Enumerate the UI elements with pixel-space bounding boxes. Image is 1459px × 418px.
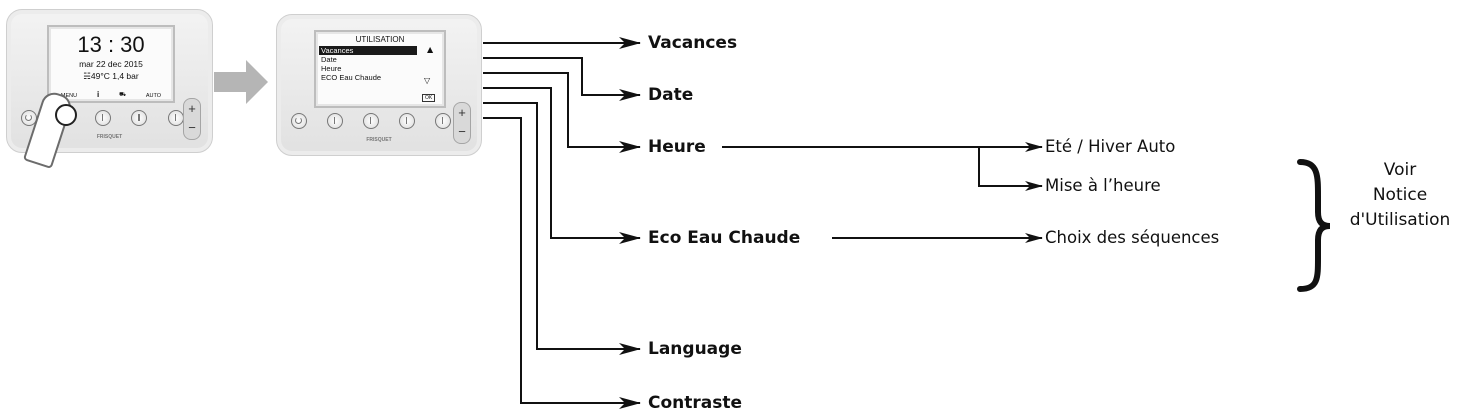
branch-date: Date [648, 85, 694, 105]
branch-language: Language [648, 339, 742, 359]
branch-contraste: Contraste [648, 393, 743, 413]
tap-icon: ⛟ [119, 92, 126, 98]
line-contraste [483, 117, 641, 409]
button-row [291, 113, 451, 129]
menu-title: UTILISATION [355, 35, 405, 44]
softkey-button-2[interactable] [363, 113, 379, 129]
pressed-button-highlight [55, 104, 77, 126]
home-display: 13 : 30 mar 22 dec 2015 ☵49°C 1,4 bar ME… [47, 25, 175, 103]
menu-item-date[interactable]: Date [321, 55, 337, 64]
softkey-info: i [96, 90, 100, 99]
line-date [483, 57, 641, 101]
date-display: mar 22 dec 2015 [79, 59, 143, 69]
menu-display: UTILISATION Vacances Date Heure ECO Eau … [314, 30, 446, 108]
plus-icon[interactable]: + [458, 105, 466, 120]
branch-eco-eau-chaude: Eco Eau Chaude [648, 228, 801, 248]
sub-ete-hiver-auto: Eté / Hiver Auto [1045, 137, 1176, 156]
transition-arrow [214, 60, 268, 104]
brand-label: FRISQUET [96, 134, 123, 140]
menu-item-eco-eau-chaude[interactable]: ECO Eau Chaude [321, 73, 382, 82]
boiler-control-home: 13 : 30 mar 22 dec 2015 ☵49°C 1,4 bar ME… [6, 9, 213, 170]
minus-icon[interactable]: − [188, 120, 196, 135]
notice-reference: Voir Notice d'Utilisation [1342, 158, 1458, 233]
note-line-2: Notice [1372, 185, 1428, 205]
ok-softkey: OK [422, 94, 436, 102]
info-button[interactable] [94, 110, 111, 126]
menu-item-heure[interactable]: Heure [321, 64, 342, 73]
radiator-icon: ☵ [83, 71, 91, 81]
line-eco [483, 87, 641, 244]
branch-heure: Heure [648, 137, 706, 157]
softkey-button-1[interactable] [327, 113, 343, 129]
boiler-control-menu: UTILISATION Vacances Date Heure ECO Eau … [276, 14, 482, 156]
brace-icon [1297, 159, 1331, 292]
note-line-1: Voir [1383, 160, 1417, 180]
brand-label: FRISQUET [366, 137, 392, 143]
branch-vacances: Vacances [648, 33, 738, 53]
menu-item-vacances[interactable]: Vacances [319, 46, 417, 55]
sub-choix-des-sequences: Choix des séquences [1045, 228, 1220, 247]
clock-display: 13 : 30 [77, 32, 145, 57]
hot-water-button[interactable] [131, 110, 148, 126]
power-button[interactable] [291, 113, 307, 129]
softkey-menu: MENU [60, 93, 78, 99]
temperature-pressure-display: ☵49°C 1,4 bar [83, 71, 139, 81]
line-language [483, 102, 641, 355]
line-heure [483, 72, 641, 153]
scroll-down-icon: ▽ [424, 76, 431, 85]
menu-list: Vacances Date Heure ECO Eau Chaude [319, 46, 431, 82]
line-heure-mise [978, 147, 1043, 191]
plus-minus-rocker[interactable]: + − [183, 98, 201, 140]
plus-icon[interactable]: + [188, 101, 196, 116]
minus-icon[interactable]: − [458, 124, 466, 139]
softkey-button-3[interactable] [399, 113, 415, 129]
plus-minus-rocker[interactable]: + − [453, 102, 471, 144]
note-line-3: d'Utilisation [1349, 210, 1451, 230]
softkey-button-4[interactable] [435, 113, 451, 129]
softkey-labels: MENU i ⛟ AUTO [51, 90, 171, 99]
sub-mise-a-l-heure: Mise à l’heure [1045, 176, 1161, 195]
scroll-up-icon: ▲ [427, 45, 434, 54]
softkey-auto: AUTO [145, 93, 162, 99]
